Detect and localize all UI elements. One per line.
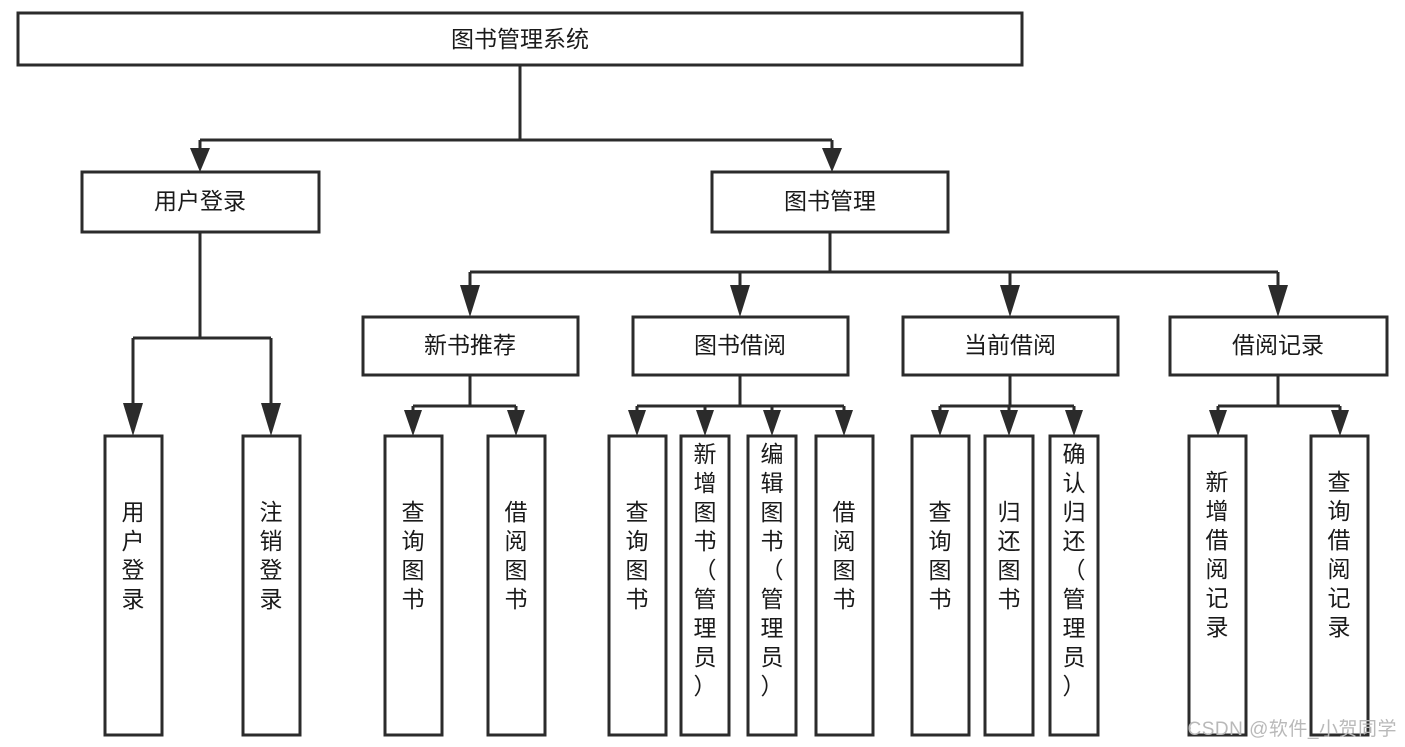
node-new-book-rec-label: 新书推荐: [424, 332, 516, 358]
node-book-manage[interactable]: 图书管理: [710, 170, 950, 234]
node-book-manage-box[interactable]: [710, 170, 950, 234]
node-leaf-current-confirm-return-label: 确认归还（管理员）: [1063, 441, 1086, 699]
node-leaf-rec-borrow-book[interactable]: 借阅图书: [486, 434, 547, 737]
node-leaf-borrow-edit-book-label: 编辑图书（管理员）: [761, 441, 784, 699]
node-leaf-user-login-box[interactable]: [103, 434, 164, 737]
node-leaf-current-return-book-box[interactable]: [983, 434, 1035, 737]
node-new-book-rec[interactable]: 新书推荐: [361, 315, 580, 377]
arrowhead-leaf-current-confirm-return: [1065, 410, 1083, 436]
node-leaf-record-query[interactable]: 查询借阅记录: [1309, 434, 1370, 737]
node-root-box[interactable]: [16, 11, 1024, 67]
arrowhead-leaf-rec-borrow-book: [507, 410, 525, 436]
node-current-borrow[interactable]: 当前借阅: [901, 315, 1120, 377]
connector-layer: [123, 65, 1349, 436]
node-borrow-record-box[interactable]: [1168, 315, 1389, 377]
node-leaf-record-add-label: 新增借阅记录: [1206, 469, 1229, 640]
arrowhead-leaf-rec-query-book: [404, 410, 422, 436]
node-user-login-box[interactable]: [80, 170, 321, 234]
node-leaf-record-add[interactable]: 新增借阅记录: [1187, 434, 1248, 737]
node-leaf-borrow-query-book-box[interactable]: [607, 434, 668, 737]
node-leaf-current-query-book[interactable]: 查询图书: [910, 434, 971, 737]
node-leaf-borrow-borrow-book-label: 借阅图书: [833, 499, 856, 612]
node-leaf-borrow-edit-book[interactable]: 编辑图书（管理员）: [746, 434, 798, 737]
node-leaf-rec-borrow-book-label: 借阅图书: [505, 499, 528, 612]
arrowhead-leaf-record-query: [1331, 410, 1349, 436]
node-leaf-record-add-box[interactable]: [1187, 434, 1248, 737]
node-leaf-user-login-label: 用户登录: [122, 499, 145, 612]
arrowhead-leaf-user-login: [123, 403, 143, 436]
arrowhead-leaf-borrow-query-book: [628, 410, 646, 436]
node-leaf-borrow-add-book-box[interactable]: [679, 434, 731, 737]
arrowhead-user-login: [190, 148, 210, 172]
node-leaf-current-return-book-label: 归还图书: [998, 499, 1021, 612]
node-leaf-current-query-book-label: 查询图书: [929, 499, 952, 612]
node-leaf-borrow-add-book[interactable]: 新增图书（管理员）: [679, 434, 731, 737]
node-leaf-borrow-borrow-book[interactable]: 借阅图书: [814, 434, 875, 737]
arrowhead-leaf-borrow-add-book: [696, 410, 714, 436]
node-book-manage-label: 图书管理: [784, 188, 876, 214]
arrowhead-book-borrow: [730, 285, 750, 317]
node-leaf-record-query-box[interactable]: [1309, 434, 1370, 737]
node-leaf-user-logout-label: 注销登录: [260, 499, 283, 612]
node-leaf-borrow-query-book-label: 查询图书: [626, 499, 649, 612]
node-book-borrow-label: 图书借阅: [694, 332, 786, 358]
node-leaf-borrow-query-book[interactable]: 查询图书: [607, 434, 668, 737]
node-leaf-user-logout[interactable]: 注销登录: [241, 434, 302, 737]
node-user-login[interactable]: 用户登录: [80, 170, 321, 234]
node-leaf-current-confirm-return-box[interactable]: [1048, 434, 1100, 737]
node-root[interactable]: 图书管理系统: [16, 11, 1024, 67]
arrowhead-leaf-borrow-edit-book: [763, 410, 781, 436]
node-leaf-current-confirm-return[interactable]: 确认归还（管理员）: [1048, 434, 1100, 737]
node-borrow-record-label: 借阅记录: [1232, 332, 1324, 358]
arrowhead-leaf-current-query-book: [931, 410, 949, 436]
node-leaf-rec-borrow-book-box[interactable]: [486, 434, 547, 737]
node-user-login-label: 用户登录: [154, 188, 246, 214]
node-book-borrow-box[interactable]: [631, 315, 850, 377]
node-leaf-borrow-add-book-label: 新增图书（管理员）: [694, 441, 717, 699]
node-leaf-user-logout-box[interactable]: [241, 434, 302, 737]
node-leaf-rec-query-book-box[interactable]: [383, 434, 444, 737]
csdn-watermark: CSDN @软件_小贺同学: [1187, 719, 1397, 740]
node-leaf-rec-query-book-label: 查询图书: [402, 499, 425, 612]
arrowhead-borrow-record: [1268, 285, 1288, 317]
node-current-borrow-box[interactable]: [901, 315, 1120, 377]
node-borrow-record[interactable]: 借阅记录: [1168, 315, 1389, 377]
arrowhead-new-book-rec: [460, 285, 480, 317]
arrowhead-leaf-user-logout: [261, 403, 281, 436]
arrowhead-current-borrow: [1000, 285, 1020, 317]
arrowhead-leaf-current-return-book: [1000, 410, 1018, 436]
node-leaf-record-query-label: 查询借阅记录: [1328, 469, 1351, 640]
node-leaf-user-login[interactable]: 用户登录: [103, 434, 164, 737]
arrowhead-book-manage: [822, 148, 842, 172]
node-leaf-borrow-borrow-book-box[interactable]: [814, 434, 875, 737]
node-new-book-rec-box[interactable]: [361, 315, 580, 377]
node-leaf-current-query-book-box[interactable]: [910, 434, 971, 737]
node-book-borrow[interactable]: 图书借阅: [631, 315, 850, 377]
node-leaf-current-return-book[interactable]: 归还图书: [983, 434, 1035, 737]
node-leaf-borrow-edit-book-box[interactable]: [746, 434, 798, 737]
node-root-label: 图书管理系统: [451, 26, 589, 52]
arrowhead-leaf-borrow-borrow-book: [835, 410, 853, 436]
arrowhead-leaf-record-add: [1209, 410, 1227, 436]
node-current-borrow-label: 当前借阅: [964, 332, 1056, 358]
node-leaf-rec-query-book[interactable]: 查询图书: [383, 434, 444, 737]
